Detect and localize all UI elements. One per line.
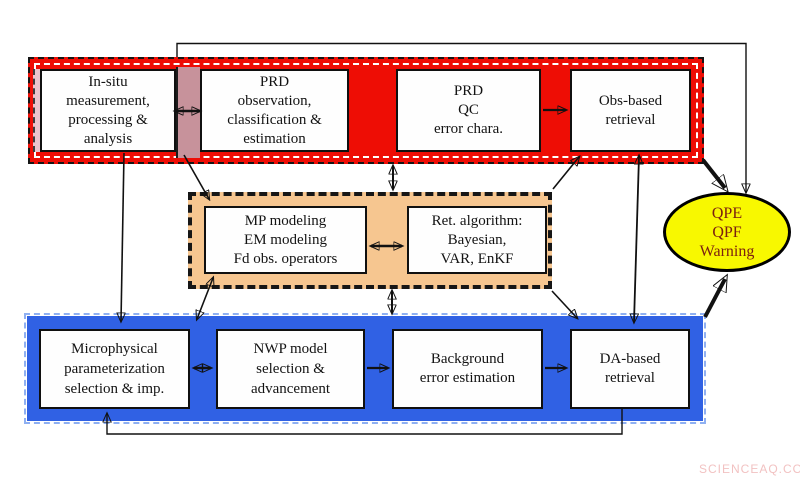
box-background-error: Background error estimation <box>392 329 543 409</box>
box-prd-qc: PRD QC error chara. <box>396 69 541 152</box>
watermark: SCIENCEAQ.COM <box>699 462 800 476</box>
box-prd-observation: PRD observation, classification & estima… <box>200 69 349 152</box>
arrow-obs-band-to-output <box>701 158 725 188</box>
arrow-insitu-to-microphysical <box>121 152 124 321</box>
box-microphysical: Microphysical parameterization selection… <box>39 329 190 409</box>
junction-strip <box>176 67 200 158</box>
box-da-retrieval: DA-based retrieval <box>570 329 690 409</box>
box-ret-algorithm: Ret. algorithm: Bayesian, VAR, EnKF <box>407 206 547 274</box>
arrow-obs-retrieval-da-retrieval <box>634 156 639 322</box>
box-mp-modeling: MP modeling EM modeling Fd obs. operator… <box>204 206 367 274</box>
box-obs-retrieval: Obs-based retrieval <box>570 69 691 152</box>
box-in-situ: In-situ measurement, processing & analys… <box>40 69 176 152</box>
arrow-da-band-to-output <box>703 279 725 318</box>
edge-strip <box>33 69 42 152</box>
box-nwp-model: NWP model selection & advancement <box>216 329 365 409</box>
output-ellipse: QPE QPF Warning <box>663 192 791 272</box>
arrow-retalg-to-da-retrieval <box>551 290 577 318</box>
